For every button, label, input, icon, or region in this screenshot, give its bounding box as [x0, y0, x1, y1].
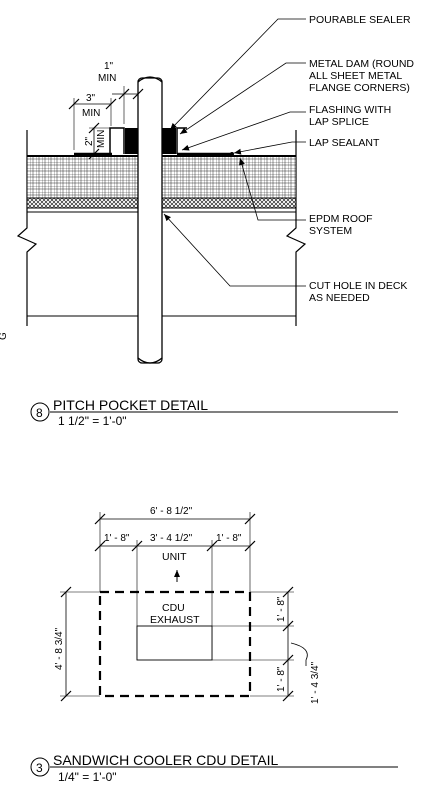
leader-flashing: [181, 111, 306, 151]
dim-2in-label: 2": [84, 136, 95, 146]
unit-outline: [98, 590, 252, 698]
metal-dam-left: [109, 127, 125, 154]
dim-center-width: 3' - 4 1/2": [150, 533, 193, 544]
callout-metal-dam-2: ALL SHEET METAL: [309, 70, 402, 82]
leader-lap-sealant: [233, 141, 306, 155]
detail-number-circle: [30, 757, 50, 777]
unit-label: UNIT: [162, 551, 187, 563]
cdu-exhaust-box: [136, 625, 213, 661]
dim-left-offset: 1' - 8": [104, 533, 130, 544]
metal-dam-right: [176, 127, 187, 154]
callout-cut-hole-1: CUT HOLE IN DECK: [309, 280, 407, 292]
detail-title: SANDWICH COOLER CDU DETAIL: [53, 752, 279, 768]
cdu-label: CDU: [162, 602, 185, 614]
dim-1in-label: 1": [104, 61, 114, 72]
leader-cut-hole: [163, 213, 306, 287]
dim-right-offset: 1' - 8": [216, 533, 242, 544]
pipe-top-cap: [137, 76, 163, 83]
detail-number: 3: [36, 761, 43, 775]
callout-flashing-1: FLASHING WITH: [309, 104, 391, 116]
callout-epdm-1: EPDM ROOF: [309, 213, 373, 225]
dim-right-bottom: 1' - 8": [276, 666, 287, 692]
dim-right-top: 1' - 8": [276, 596, 287, 622]
dim-overall-width: 6' - 8 1/2": [150, 506, 193, 517]
cdu-detail: 6' - 8 1/2" 1' - 8" 3' - 4 1/2" 1' - 8" …: [54, 506, 321, 704]
pourable-sealer-right: [162, 128, 176, 154]
pitch-pocket-detail: 1" MIN 3" MIN 2" MIN POURABLE SEALER MET…: [0, 14, 414, 364]
callout-pourable-sealer: POURABLE SEALER: [309, 14, 411, 26]
dim-right-center-leader: [290, 642, 308, 666]
deck-layer-left: [26, 197, 139, 209]
pourable-sealer-left: [125, 128, 138, 154]
pipe: [137, 77, 163, 364]
callout-metal-dam-3: FLANGE CORNERS): [309, 82, 410, 94]
detail-scale: 1 1/2" = 1'-0": [58, 414, 127, 428]
pipe-bottom-cap: [137, 357, 163, 364]
dim-3in-min: MIN: [82, 108, 100, 119]
detail-number-circle: [30, 402, 50, 422]
leader-pourable-sealer: [169, 18, 306, 131]
dim-3in-label: 3": [86, 93, 96, 104]
dim-1in-min: MIN: [98, 73, 116, 84]
edge-mark: G: [0, 332, 9, 340]
deck-layer-right: [161, 197, 297, 209]
title-block-3: 3 SANDWICH COOLER CDU DETAIL 1/4" = 1'-0…: [30, 752, 398, 784]
dim-2in-min: MIN: [96, 130, 107, 148]
detail-title: PITCH POCKET DETAIL: [53, 397, 208, 413]
detail-number: 8: [36, 406, 43, 420]
dim-overall-height: 4' - 8 3/4": [54, 627, 65, 670]
detail-scale: 1/4" = 1'-0": [58, 770, 117, 784]
insulation-layer-left: [26, 155, 139, 199]
callout-flashing-2: LAP SPLICE: [309, 116, 369, 128]
callout-epdm-2: SYSTEM: [309, 225, 352, 237]
leader-metal-dam: [179, 62, 306, 135]
callout-lap-sealant: LAP SEALANT: [309, 137, 380, 149]
leader-epdm: [239, 157, 306, 221]
callout-cut-hole-2: AS NEEDED: [309, 292, 370, 304]
callout-metal-dam-1: METAL DAM (ROUND: [309, 58, 414, 70]
insulation-layer-right: [161, 155, 297, 199]
exhaust-label: EXHAUST: [150, 614, 200, 626]
lap-sealant-dot: [230, 152, 234, 156]
title-block-8: 8 PITCH POCKET DETAIL 1 1/2" = 1'-0": [30, 397, 398, 428]
dim-right-center: 1' - 4 3/4": [310, 661, 321, 704]
